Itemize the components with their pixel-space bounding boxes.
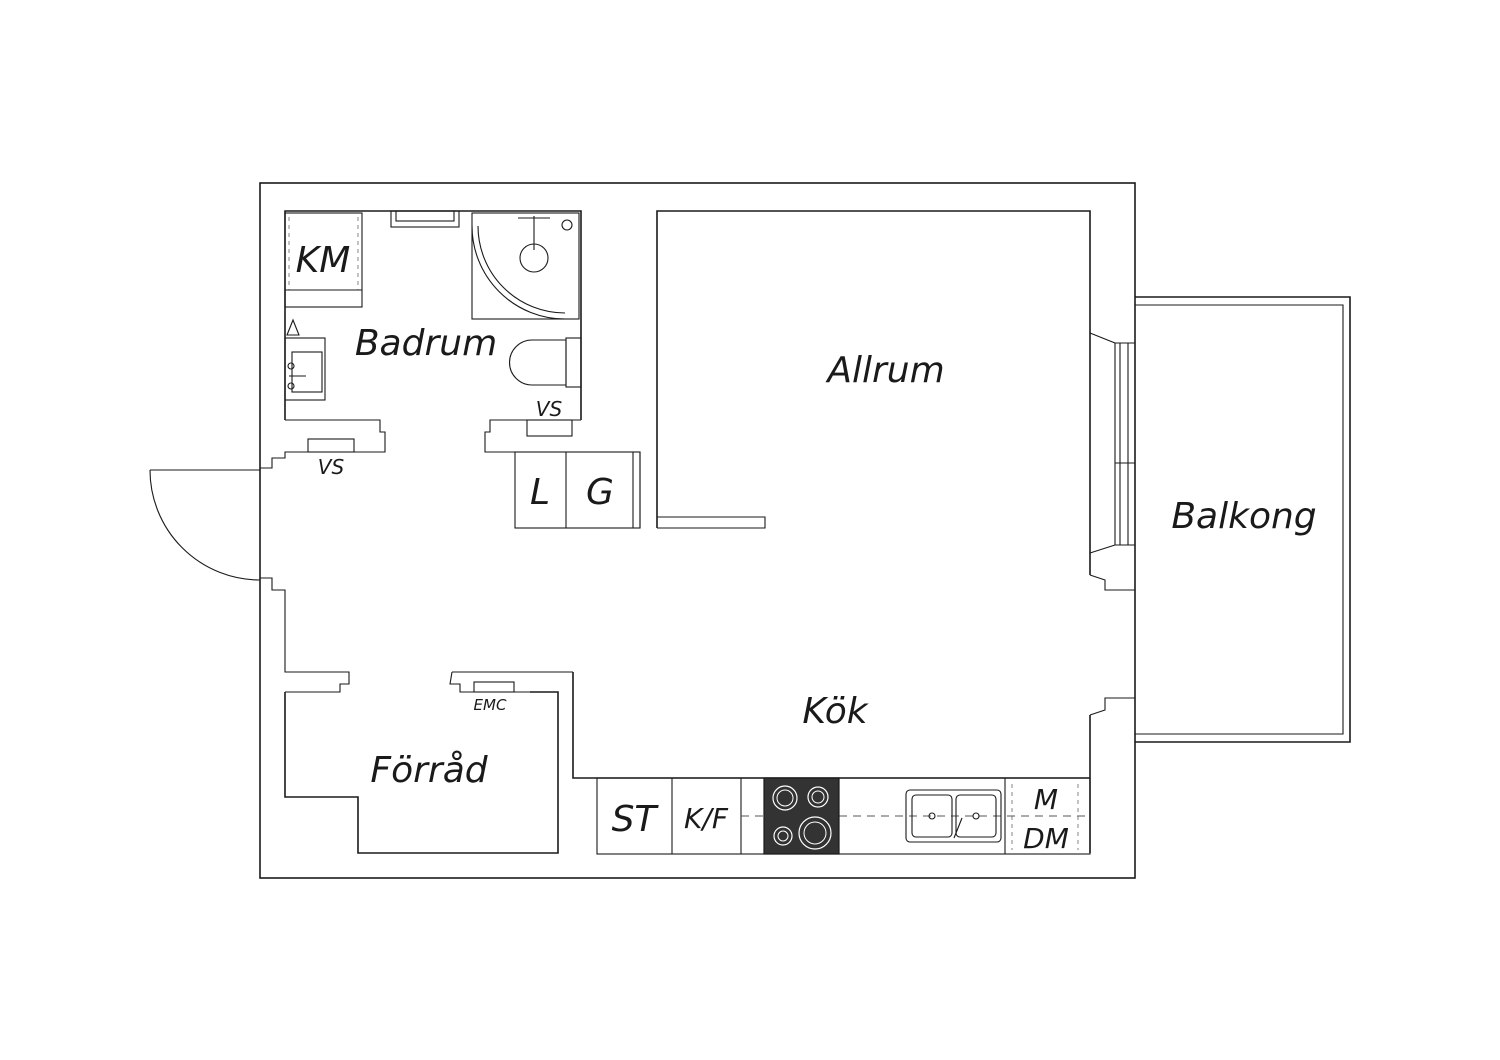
fixture-label-kf: K/F <box>684 802 729 835</box>
toilet <box>508 337 582 388</box>
shower <box>471 212 580 320</box>
fixture-label-km: KM <box>296 240 351 281</box>
storage-walls <box>284 671 573 854</box>
bathroom-walls <box>260 210 641 528</box>
fixture-label-m: M <box>1034 783 1058 816</box>
room-label-allrum: Allrum <box>825 350 944 391</box>
fixture-label-vs-bath: VS <box>536 397 563 421</box>
fixture-label-l: L <box>530 472 550 513</box>
room-label-badrum: Badrum <box>355 323 497 364</box>
kitchen-sink <box>905 789 1002 843</box>
room-label-forrad: Förråd <box>370 750 488 791</box>
fixture-label-st: ST <box>612 799 660 840</box>
fixture-label-g: G <box>586 472 614 513</box>
washbasin <box>284 318 326 401</box>
fixture-label-dm: DM <box>1023 822 1069 855</box>
balcony-outline <box>1135 296 1351 743</box>
allrum-walls <box>656 210 1091 853</box>
hob <box>763 777 840 855</box>
wardrobes <box>514 451 641 529</box>
room-label-kok: Kök <box>802 691 869 732</box>
balcony-door <box>1089 332 1135 554</box>
washing-machine <box>284 212 363 308</box>
fixture-label-vs-hall: VS <box>318 455 345 479</box>
hall-radiator <box>307 438 355 453</box>
room-label-balkong: Balkong <box>1171 496 1316 537</box>
entrance-door <box>149 469 350 693</box>
fixture-label-emc: EMC <box>474 696 507 714</box>
outer-wall <box>259 182 1136 879</box>
east-wall-piers <box>1089 574 1135 716</box>
